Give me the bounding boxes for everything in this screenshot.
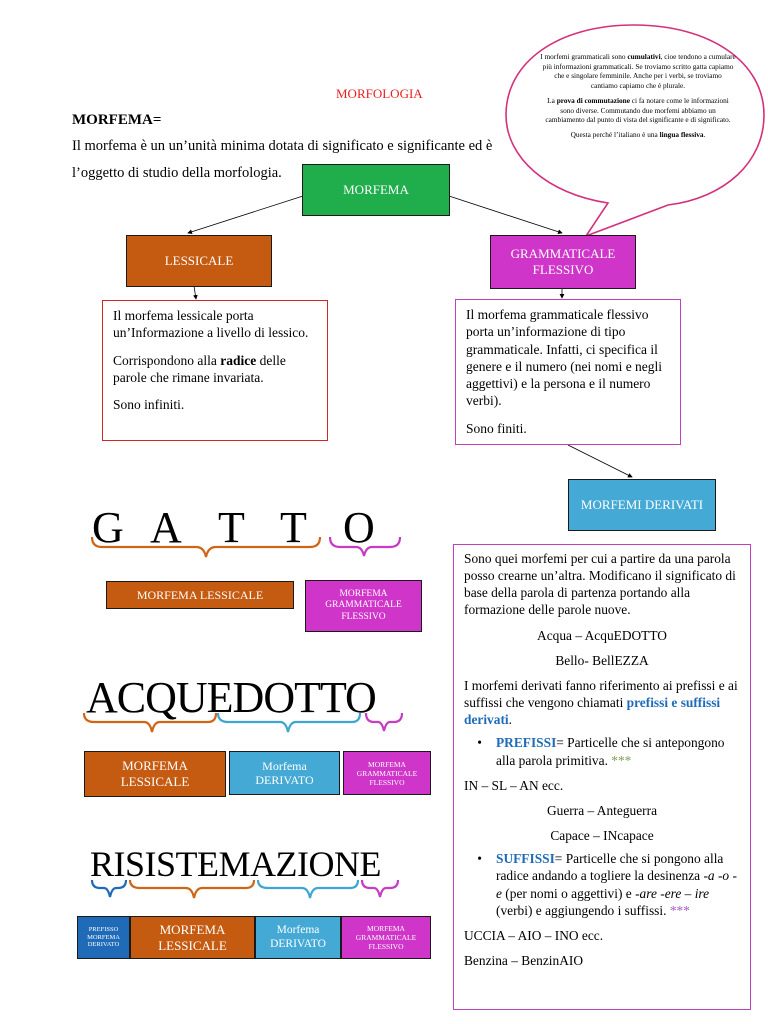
grammaticale-description: Il morfema grammaticale flessivo porta u… bbox=[455, 299, 681, 445]
gatto-letter-a: A bbox=[150, 503, 182, 552]
morfema-root-box: MORFEMA bbox=[302, 164, 450, 216]
risistemazione-morfema-derivato: Morfema DERIVATO bbox=[255, 916, 341, 959]
prefissi-bullet: • PREFISSI= Particelle che si antepongon… bbox=[477, 735, 725, 768]
speech-bubble-text: I morfemi grammaticali sono cumulativi, … bbox=[540, 52, 736, 139]
gatto-morfema-grammaticale: MORFEMA GRAMMATICALE FLESSIVO bbox=[305, 580, 422, 632]
gatto-morfema-lessicale: MORFEMA LESSICALE bbox=[106, 581, 294, 609]
acquedotto-word: ACQUEDOTTO bbox=[86, 673, 377, 722]
page-title: MORFOLOGIA bbox=[336, 86, 423, 101]
morfemi-derivati-box: MORFEMI DERIVATI bbox=[568, 479, 716, 531]
acquedotto-morfema-grammaticale: MORFEMA GRAMMATICALE FLESSIVO bbox=[343, 751, 431, 795]
morfema-heading: MORFEMA= bbox=[72, 112, 162, 128]
risistemazione-word: RISISTEMAZIONE bbox=[90, 844, 381, 884]
gatto-letter-o: O bbox=[343, 503, 375, 552]
derivati-description: Sono quei morfemi per cui a partire da u… bbox=[453, 544, 751, 1010]
intro-line-2: l’oggetto di studio della morfologia. bbox=[72, 165, 282, 181]
intro-line-1: Il morfema è un un’unità minima dotata d… bbox=[72, 138, 493, 154]
risistemazione-prefisso: PREFISSO MORFEMA DERIVATO bbox=[77, 916, 130, 959]
acquedotto-morfema-derivato: Morfema DERIVATO bbox=[229, 751, 340, 795]
risistemazione-morfema-grammaticale: MORFEMA GRAMMATICALE FLESSIVO bbox=[341, 916, 431, 959]
grammaticale-flessivo-box: GRAMMATICALE FLESSIVO bbox=[490, 235, 636, 289]
lessicale-description: Il morfema lessicale porta un’Informazio… bbox=[102, 300, 328, 441]
risistemazione-morfema-lessicale: MORFEMA LESSICALE bbox=[130, 916, 255, 959]
lessicale-box: LESSICALE bbox=[126, 235, 272, 287]
gatto-letter-t1: T bbox=[218, 503, 245, 552]
acquedotto-morfema-lessicale: MORFEMA LESSICALE bbox=[84, 751, 226, 797]
gatto-letter-t2: T bbox=[280, 503, 307, 552]
gatto-letter-g: G bbox=[92, 503, 124, 552]
suffissi-bullet: • SUFFISSI= Particelle che si pongono al… bbox=[477, 851, 737, 918]
